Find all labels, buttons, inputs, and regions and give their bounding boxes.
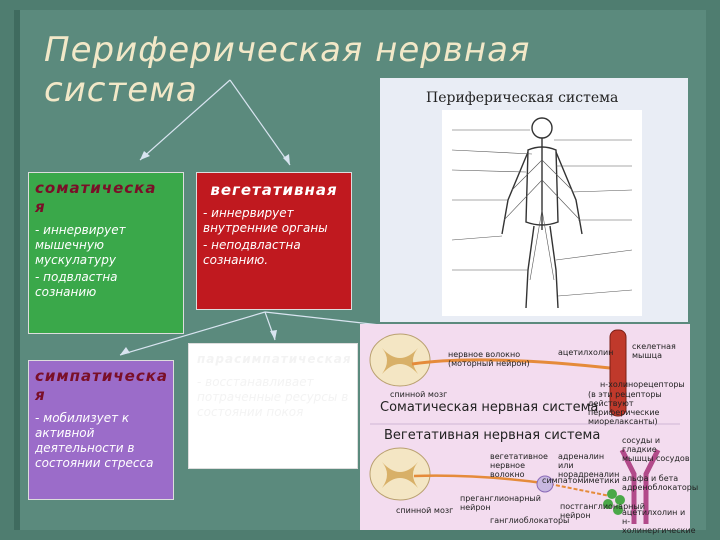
label-skeletal-muscle: скелетная мышца xyxy=(632,342,676,360)
label-motor-neuron: нервное волокно (моторный нейрон) xyxy=(448,350,530,368)
nervous-system-diagram: Соматическая нервная система Вегетативна… xyxy=(360,324,699,535)
sympathetic-text-1: - мобилизует к активной деятельности в с… xyxy=(35,411,154,470)
label-choline: ацетилхолин и н-холинергические xyxy=(622,508,696,535)
spinal-cord-bottom-icon xyxy=(369,447,431,501)
label-receptor-note: (в эти рецепторы действуют периферически… xyxy=(588,390,662,426)
somatic-card: соматическа я - иннервирует мышечную мус… xyxy=(28,172,184,334)
vegetative-text-1: - иннервирует внутренние органы xyxy=(203,206,328,235)
spinal-cord-top-icon xyxy=(369,333,431,387)
label-spinal-cord-bottom: спинной мозг xyxy=(396,506,454,515)
label-acetylcholine: ацетилхолин xyxy=(558,348,614,357)
label-vascular: сосуды и гладкие мышцы сосудов xyxy=(622,436,690,463)
label-ganglioblockers: ганглиоблокаторы xyxy=(490,516,570,525)
sympathetic-card: симпатическа я - мобилизует к активной д… xyxy=(28,360,174,500)
parasympathetic-card: парасимпатическая - восстанавливает потр… xyxy=(188,343,358,469)
vegetative-system-label: Вегетативная нервная система xyxy=(384,428,601,443)
label-adrenoblockers: альфа и бета адреноблокаторы xyxy=(622,474,699,492)
sympathetic-heading: симпатическа я xyxy=(35,367,169,404)
somatic-heading: соматическа я xyxy=(35,179,157,216)
nervous-system-figure xyxy=(442,110,642,316)
label-vegetative-fiber: вегетативное нервное волокно xyxy=(490,452,548,479)
label-postganglionic: постганглионарный нейрон xyxy=(560,502,645,520)
label-n-receptors: н-холинорецепторы xyxy=(600,380,685,389)
label-adrenal: адреналин или норадреналин xyxy=(558,452,620,479)
somatic-system-label: Соматическая нервная система xyxy=(380,400,599,415)
somatic-text-1: - иннервирует мышечную мускулатуру xyxy=(35,223,126,267)
vegetative-card: вегетативная - иннервирует внутренние ор… xyxy=(196,172,352,310)
label-preganglionic: преганглионарный нейрон xyxy=(460,494,541,512)
somatic-text-2: - подвластна сознанию xyxy=(35,270,118,299)
label-spinal-cord-top: спинной мозг xyxy=(390,390,448,399)
vegetative-heading: вегетативная xyxy=(210,181,338,199)
vegetative-text-2: - неподвластна сознанию. xyxy=(203,238,301,267)
human-nerve-illustration xyxy=(451,117,633,309)
diagram-illustration xyxy=(369,329,680,524)
parasympathetic-heading: парасимпатическая xyxy=(197,352,352,366)
slide-title: Периферическая нервная система xyxy=(44,30,531,110)
label-sympathomimetics: симпатомиметики xyxy=(542,476,620,485)
parasympathetic-text-1: - восстанавливает потраченные ресурсы в … xyxy=(197,375,349,419)
peripheral-figure-panel: Периферическая система xyxy=(380,78,688,322)
figure-title: Периферическая система xyxy=(426,90,619,106)
accent-bar xyxy=(14,10,20,530)
